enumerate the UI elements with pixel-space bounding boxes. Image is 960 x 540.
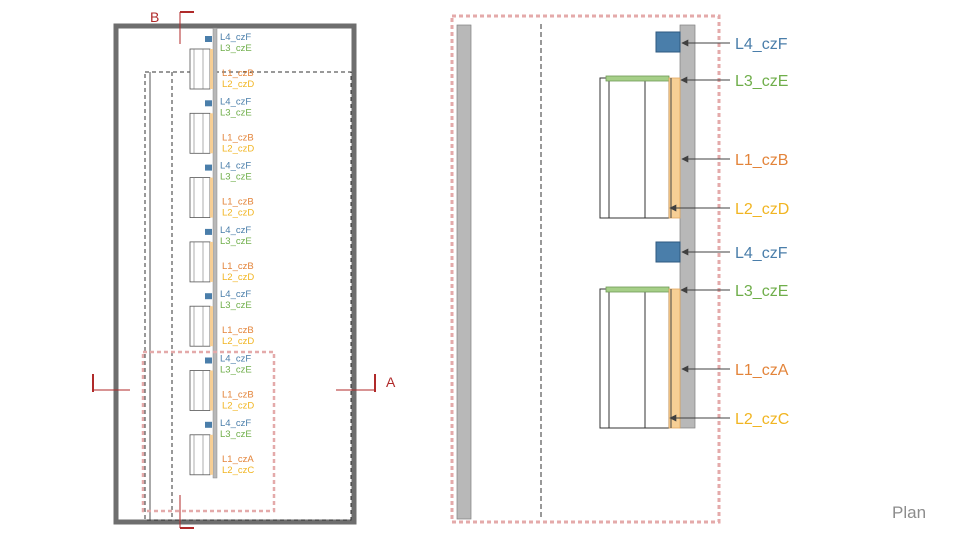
detail-plan: L4_czF L3_czE L1_czB L2_czD L4_czF L3_czE L1_c… — [450, 14, 789, 524]
l1-strip — [210, 241, 213, 282]
spine-wall — [212, 27, 218, 479]
overview-label-l2: L2_czD — [222, 208, 254, 219]
cabinet-box — [189, 434, 211, 476]
detail-spine-wall — [679, 24, 696, 429]
overview-label-l1: L1_czB — [222, 325, 254, 336]
l1-strip — [210, 434, 213, 475]
detail-label-l2: L2_czC — [735, 411, 789, 428]
overview-label-l3: L3_czE — [220, 43, 252, 54]
cabinet-box — [189, 177, 211, 219]
overview-label-l3: L3_czE — [220, 365, 252, 376]
detail-label-l1: L1_czA — [735, 362, 789, 379]
overview-label-l1: L1_czB — [222, 132, 254, 143]
overview-label-l4: L4_czF — [220, 289, 251, 300]
cabinet-box — [189, 305, 211, 347]
detail-callouts: L4_czF L3_czE L1_czB L2_czD L4_czF L3_czE L1_c… — [669, 36, 789, 428]
l4-unit — [205, 421, 212, 428]
section-mark-a-label: A — [386, 374, 396, 390]
cabinet-box — [189, 241, 211, 283]
callout-l4: L4_czF — [681, 245, 788, 262]
cabinet-box — [189, 112, 211, 154]
l4-unit — [205, 357, 212, 364]
overview-label-l4: L4_czF — [220, 32, 251, 43]
l4-unit — [205, 36, 212, 42]
overview-plan: L4_czFL3_czEL1_czBL2_czDL4_czFL3_czEL1_c… — [92, 9, 396, 529]
l1-strip — [210, 49, 213, 89]
overview-label-l3: L3_czE — [220, 429, 252, 440]
detail-label-l2: L2_czD — [735, 201, 789, 218]
callout-l3: L3_czE — [680, 73, 788, 90]
section-mark-b-label: B — [150, 9, 159, 25]
l3-strip — [605, 75, 670, 82]
callout-l3: L3_czE — [680, 283, 788, 300]
overview-label-l4: L4_czF — [220, 354, 251, 365]
overview-label-l2: L2_czD — [222, 336, 254, 347]
callout-l1: L1_czB — [681, 152, 788, 169]
l4-unit — [205, 100, 212, 107]
dashed-zone-outer — [144, 71, 352, 521]
callout-l1: L1_czA — [681, 362, 789, 379]
section-mark-b: B — [150, 9, 194, 529]
detail-label-l3: L3_czE — [735, 73, 788, 90]
room-outer-wall — [113, 23, 357, 525]
plan-caption: Plan — [892, 503, 927, 522]
detail-left-wall — [456, 24, 472, 520]
l4-unit — [655, 241, 681, 263]
l4-unit — [205, 164, 212, 171]
overview-label-l1: L1_czB — [222, 261, 254, 272]
detail-label-l3: L3_czE — [735, 283, 788, 300]
l1-strip — [210, 306, 213, 347]
l4-unit — [655, 31, 681, 53]
l3-strip — [605, 286, 670, 293]
overview-label-l1: L1_czB — [222, 390, 254, 401]
l4-unit — [205, 228, 212, 235]
l1-strip — [210, 113, 213, 154]
overview-label-l3: L3_czE — [220, 236, 252, 247]
overview-label-l3: L3_czE — [220, 172, 252, 183]
callout-l4: L4_czF — [681, 36, 788, 53]
overview-label-l4: L4_czF — [220, 96, 251, 107]
cabinet-box — [599, 77, 670, 219]
l4-unit — [205, 293, 212, 300]
detail-label-l4: L4_czF — [735, 245, 788, 262]
overview-label-l1: L1_czB — [222, 68, 254, 79]
overview-label-l2: L2_czD — [222, 79, 254, 90]
section-mark-a: A — [92, 374, 396, 392]
l1-strip — [210, 177, 213, 218]
l1-strip — [668, 77, 681, 219]
overview-modules: L4_czFL3_czEL1_czBL2_czDL4_czFL3_czEL1_c… — [189, 32, 254, 476]
cabinet-box — [189, 370, 211, 411]
overview-label-l2: L2_czD — [222, 143, 254, 154]
detail-frame — [450, 14, 721, 524]
detail-module-1 — [599, 31, 681, 219]
callout-l2: L2_czC — [669, 411, 789, 428]
detail-module-2 — [599, 241, 681, 429]
detail-label-l4: L4_czF — [735, 36, 788, 53]
callout-l2: L2_czD — [669, 201, 789, 218]
detail-label-l1: L1_czB — [735, 152, 788, 169]
overview-label-l2: L2_czC — [222, 465, 254, 476]
l1-strip — [668, 288, 681, 429]
overview-label-l4: L4_czF — [220, 418, 251, 429]
cabinet-box — [189, 48, 211, 90]
overview-label-l1: L1_czB — [222, 197, 254, 208]
overview-label-l4: L4_czF — [220, 161, 251, 172]
overview-label-l4: L4_czF — [220, 225, 251, 236]
overview-label-l2: L2_czD — [222, 272, 254, 283]
cabinet-box — [599, 288, 670, 429]
l1-strip — [210, 370, 213, 411]
overview-label-l3: L3_czE — [220, 107, 252, 118]
detail-extent-frame — [141, 350, 276, 513]
overview-label-l1: L1_czA — [222, 454, 254, 465]
overview-label-l3: L3_czE — [220, 300, 252, 311]
overview-label-l2: L2_czD — [222, 401, 254, 412]
